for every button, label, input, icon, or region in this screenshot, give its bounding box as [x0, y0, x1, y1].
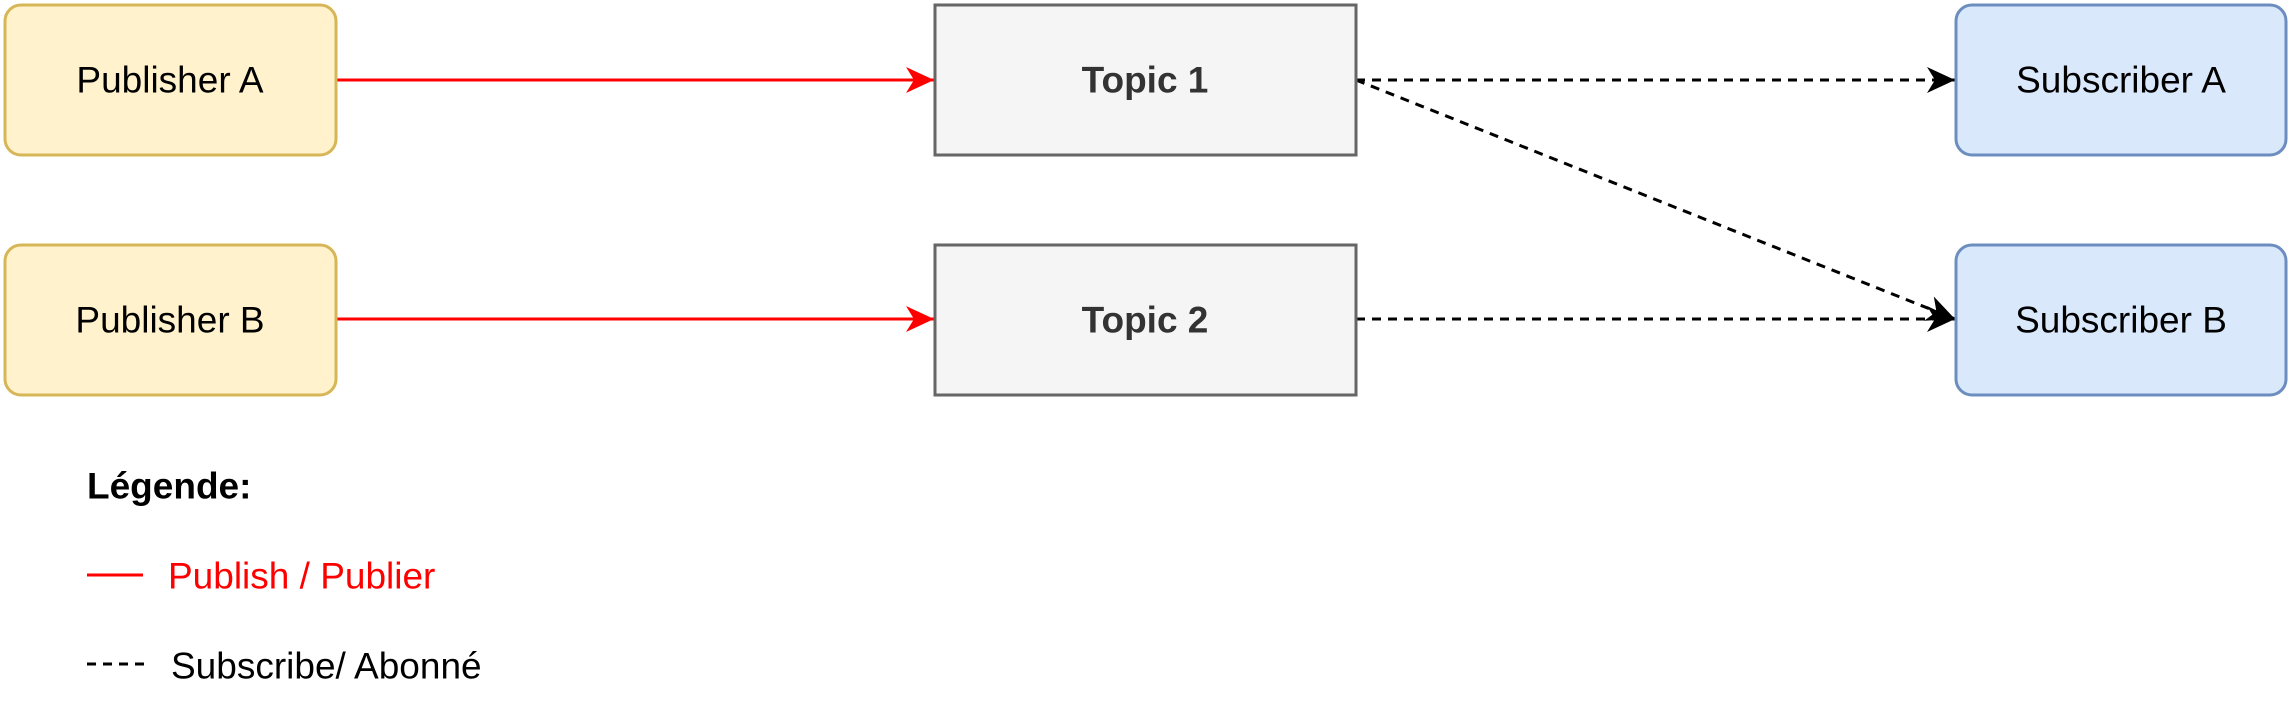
node-topic-1[interactable]: Topic 1 — [933, 3, 1358, 157]
node-subscriber-a[interactable]: Subscriber A — [1954, 3, 2288, 157]
edges — [336, 67, 1956, 332]
legend: Légende: Publish / Publier Subscribe/ Ab… — [87, 466, 482, 687]
node-topic-2[interactable]: Topic 2 — [933, 243, 1358, 397]
subscriber-b-label: Subscriber B — [2015, 300, 2227, 341]
topic-1-box[interactable] — [933, 3, 1358, 157]
publisher-b-box[interactable] — [3, 243, 338, 397]
subscriber-b-box[interactable] — [1954, 243, 2288, 397]
publisher-a-label: Publisher A — [76, 60, 263, 101]
topic-2-label: Topic 2 — [1082, 300, 1209, 341]
legend-publish-label: Publish / Publier — [168, 556, 435, 597]
legend-title: Légende: — [87, 466, 251, 507]
edge-topic-1-subscriber-b — [1355, 78, 1956, 321]
subscriber-a-label: Subscriber A — [2016, 60, 2226, 101]
node-subscriber-b[interactable]: Subscriber B — [1954, 243, 2288, 397]
publisher-b-label: Publisher B — [75, 300, 264, 341]
topic-1-label: Topic 1 — [1082, 60, 1209, 101]
topic-2-box[interactable] — [933, 243, 1358, 397]
subscriber-a-box[interactable] — [1954, 3, 2288, 157]
legend-subscribe-label: Subscribe/ Abonné — [171, 646, 482, 687]
publisher-a-box[interactable] — [3, 3, 338, 157]
node-publisher-b[interactable]: Publisher B — [3, 243, 338, 397]
node-publisher-a[interactable]: Publisher A — [3, 3, 338, 157]
